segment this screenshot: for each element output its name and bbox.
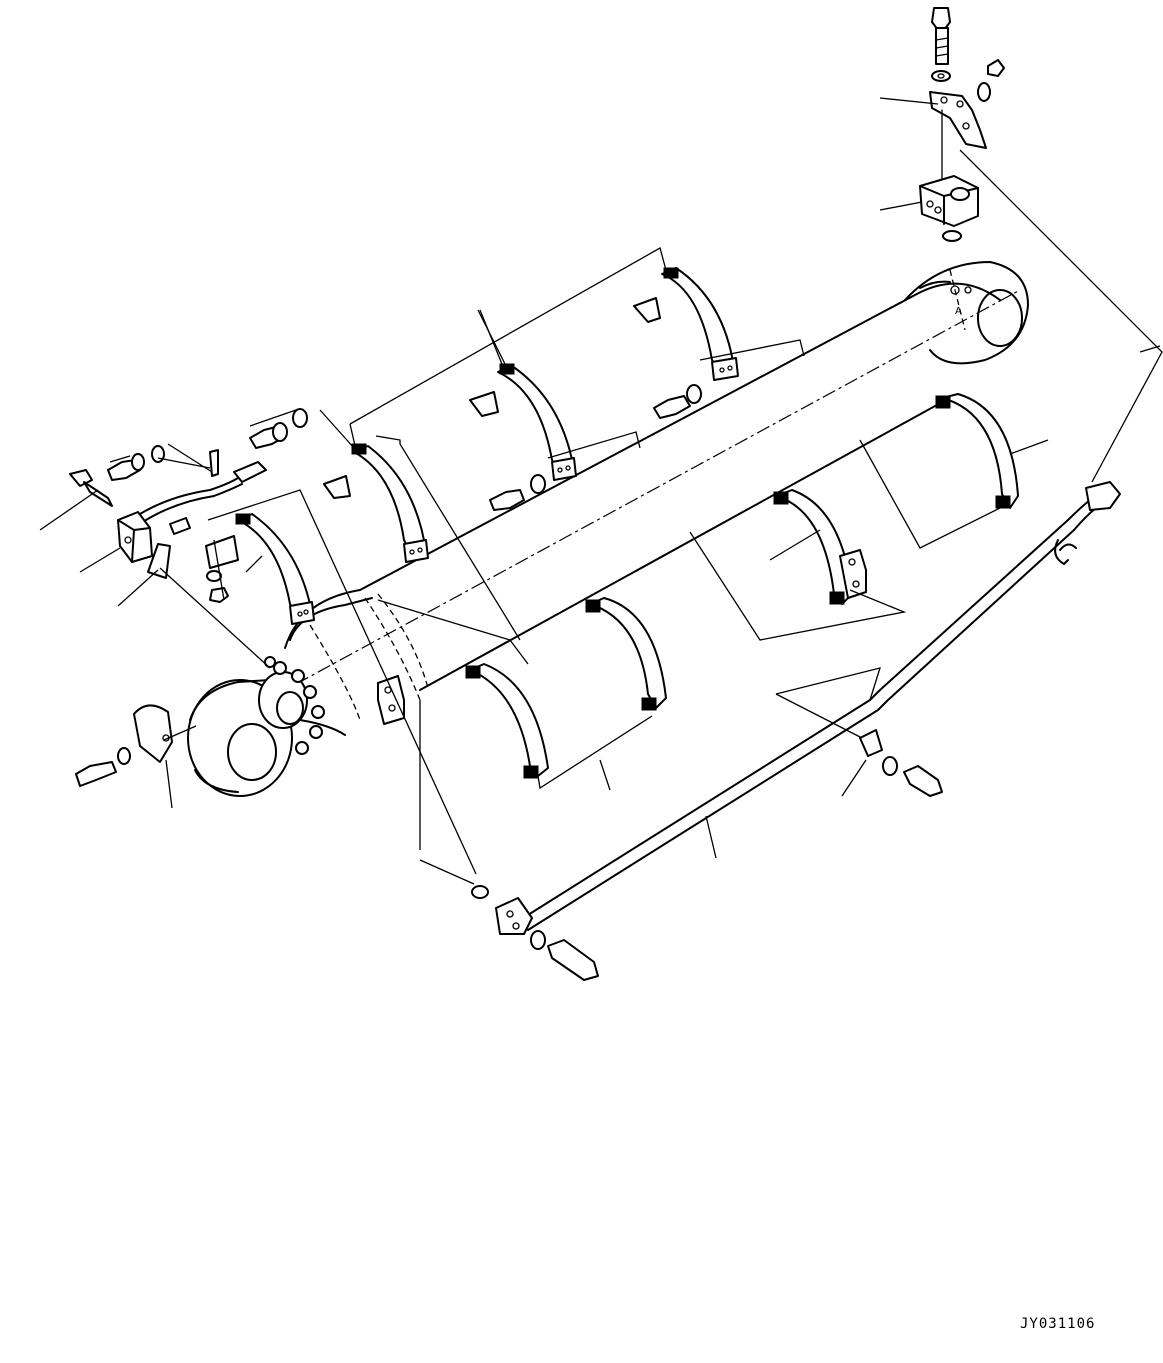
clamp-far-left	[206, 514, 314, 624]
nut-icon	[988, 60, 1004, 76]
cover-plate	[134, 705, 172, 762]
clamp-upper-mid	[470, 364, 576, 480]
clamp-upper-left	[324, 444, 428, 562]
bolts-washers	[70, 385, 942, 980]
pipe-flange-bottom	[496, 898, 532, 934]
gasket	[148, 544, 170, 578]
o-ring	[943, 231, 961, 241]
clamp-lower-mid-right	[774, 490, 866, 604]
rod-end-boss: A	[905, 262, 1028, 363]
drawing-number: JY031106	[1020, 1316, 1096, 1332]
hydraulic-cylinder: A	[188, 262, 1028, 796]
sensor-block	[920, 176, 978, 226]
gland-bolts	[259, 657, 324, 754]
top-bolt-assembly	[932, 8, 1004, 101]
wire-harness	[140, 450, 266, 520]
callout-leaders	[40, 98, 1048, 858]
hydraulic-pipe	[496, 482, 1120, 934]
reference-lines	[110, 150, 1162, 884]
stroke-sensor-left	[118, 512, 170, 578]
clamp-lower-mid	[586, 598, 666, 710]
mounting-bracket	[930, 92, 986, 180]
clamp-lower-left	[466, 664, 548, 778]
mark-a: A	[955, 306, 962, 317]
pipe-flange-top	[1086, 482, 1120, 510]
clamp-lower-right	[936, 394, 1018, 508]
pipe-clip	[860, 730, 882, 756]
clamp-upper-right	[634, 268, 738, 380]
